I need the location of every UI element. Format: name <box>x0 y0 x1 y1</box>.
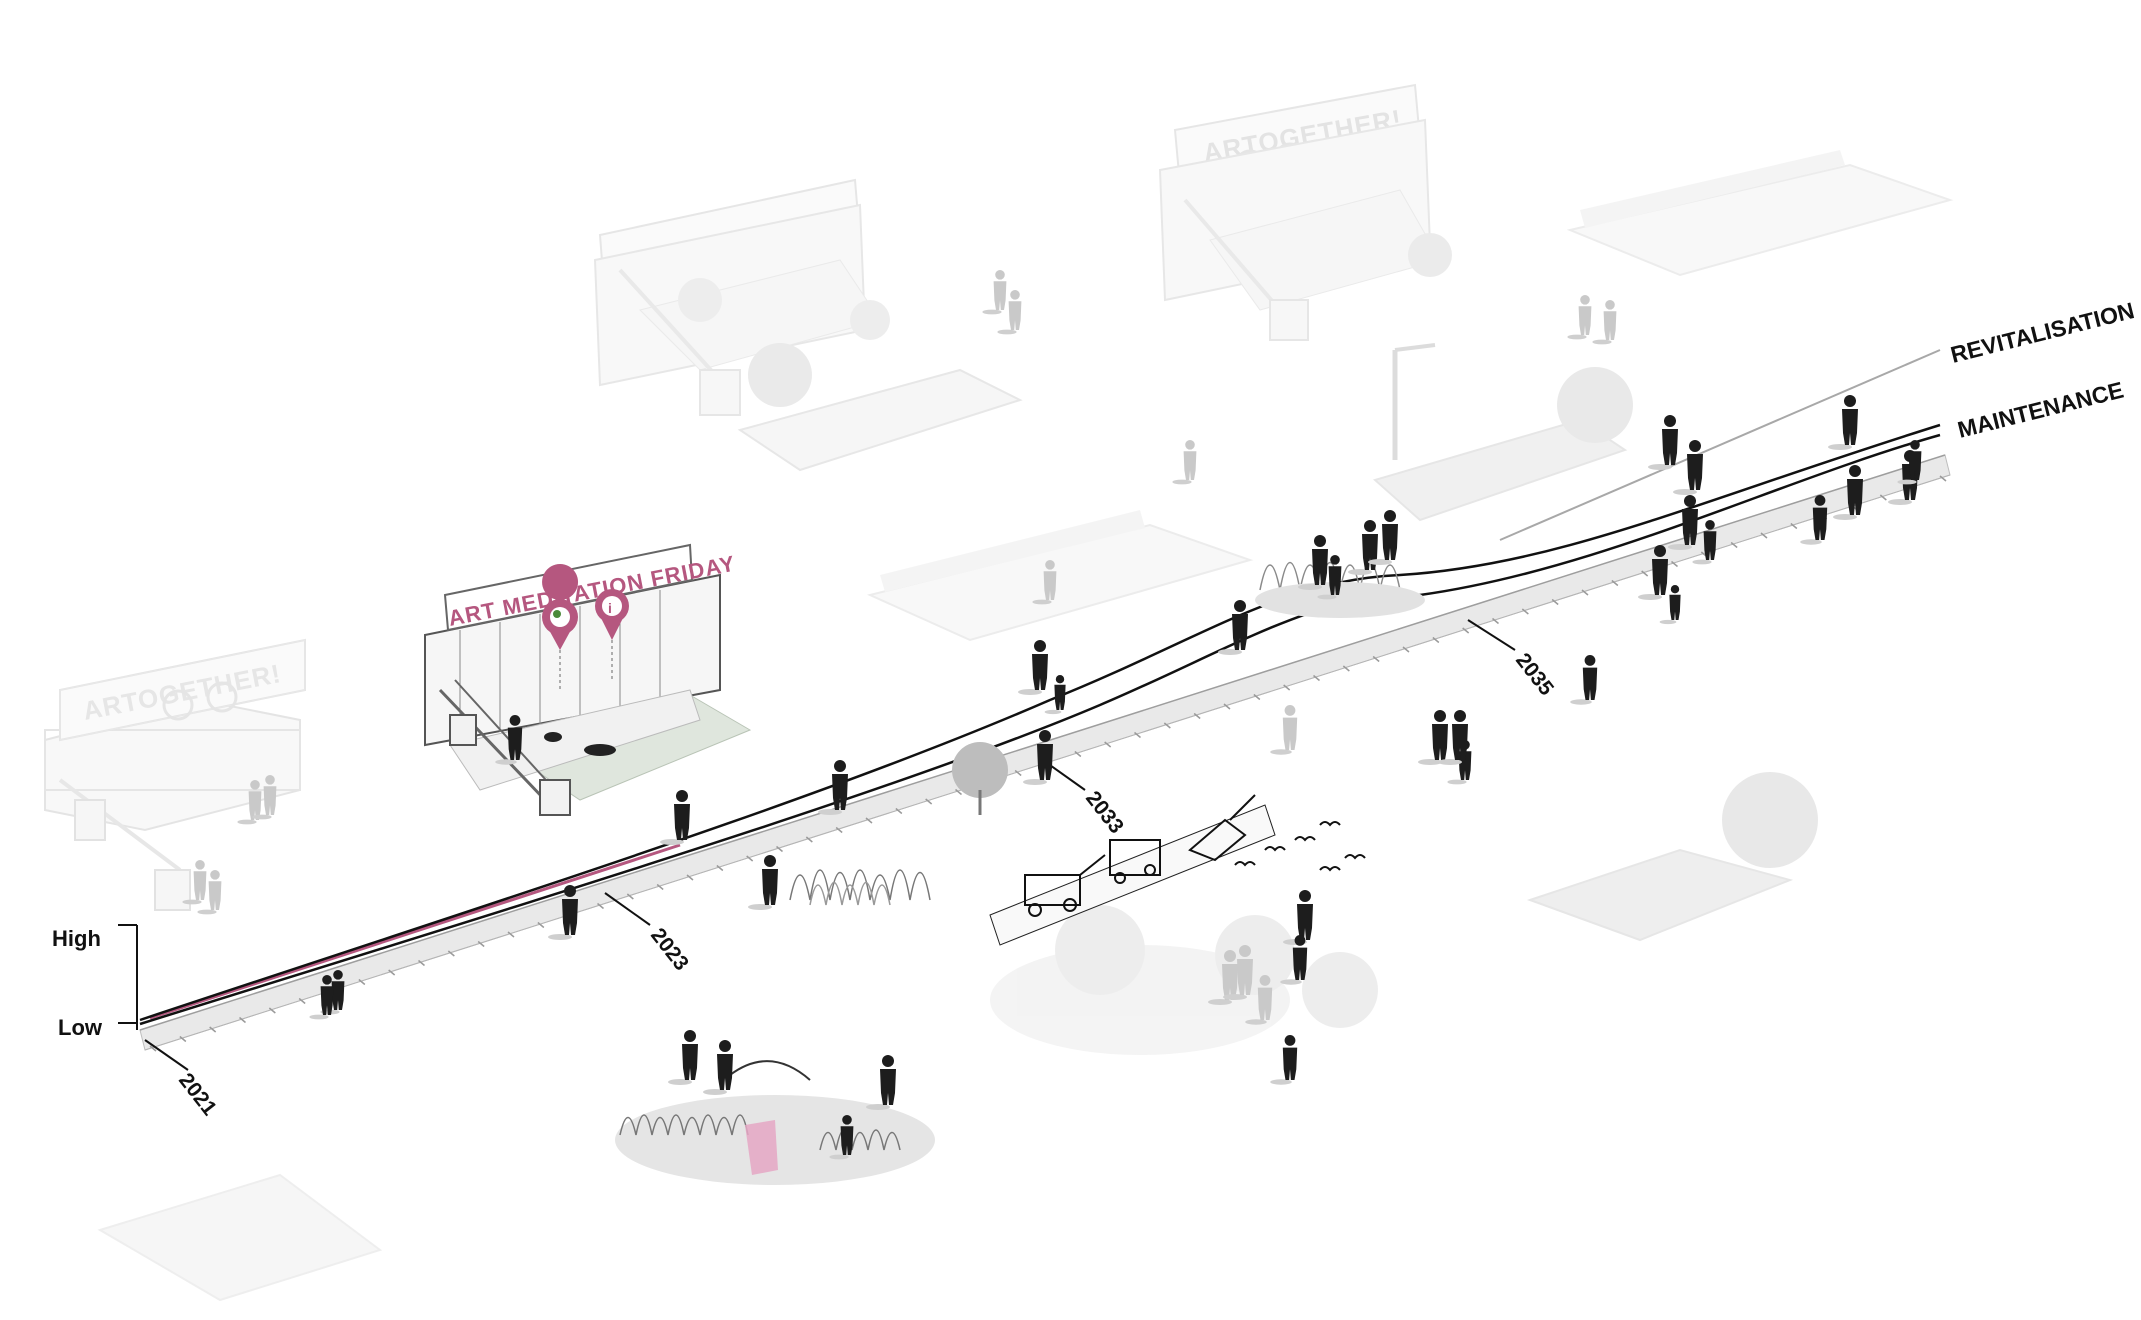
faded-garden-lower-right <box>1530 772 1818 940</box>
person-icon <box>1270 705 1297 755</box>
faded-landscape-lower-middle <box>990 905 1378 1055</box>
year-label-2023: 2023 <box>646 924 693 975</box>
maintenance-label: MAINTENANCE <box>1955 377 2126 443</box>
person-icon <box>668 1030 698 1085</box>
venue-art-meditation-friday: ART MEDITATION FRIDAY i <box>425 545 750 815</box>
value-axis: High Low <box>52 925 137 1040</box>
faded-platform-upper-right <box>1570 150 1950 275</box>
axis-label-high: High <box>52 926 101 951</box>
person-icon <box>1172 440 1196 484</box>
bird-icon <box>1235 862 1255 865</box>
revitalisation-line <box>140 425 1940 1020</box>
person-icon <box>1570 655 1597 705</box>
tree-icon <box>952 742 1008 798</box>
year-markers: 2021 2023 2033 2035 <box>145 620 1558 1120</box>
person-icon <box>866 1055 896 1110</box>
faded-platform-middle <box>870 510 1250 640</box>
person-icon <box>1218 600 1248 655</box>
svg-text:i: i <box>608 600 612 616</box>
person-icon <box>982 270 1006 314</box>
bird-icon <box>1345 855 1365 858</box>
bird-icon <box>1320 867 1340 870</box>
person-icon <box>1018 640 1048 695</box>
person-icon <box>1673 440 1703 495</box>
person-icon <box>1045 675 1066 714</box>
year-label-2033: 2033 <box>1081 787 1128 838</box>
axis-label-low: Low <box>58 1015 103 1040</box>
person-icon <box>1270 1035 1297 1085</box>
venue-vivid-sydney: VIVID SYDNEY <box>595 180 1020 470</box>
maintenance-line <box>140 435 1940 1024</box>
revitalisation-early-segment <box>150 845 680 1018</box>
person-icon <box>1418 710 1448 765</box>
bird-icon <box>1295 837 1315 840</box>
revitalisation-label: REVITALISATION <box>1948 297 2137 368</box>
person-icon <box>1592 300 1616 344</box>
person-icon <box>1828 395 1858 450</box>
venue-artogether-left: ARTOGETHER! <box>45 640 305 910</box>
tree-icon <box>1722 772 1818 868</box>
faded-garden-streetlight <box>1375 345 1633 520</box>
bird-icon <box>1265 847 1285 850</box>
person-icon <box>1648 415 1678 470</box>
year-label-2035: 2035 <box>1511 649 1558 700</box>
bird-icon <box>1320 822 1340 825</box>
person-icon <box>1567 295 1591 339</box>
person-icon <box>748 855 778 910</box>
person-icon <box>660 790 690 845</box>
venue-artogether-top: ARTOGETHER! <box>1160 85 1452 340</box>
tree-icon <box>1557 367 1633 443</box>
year-label-2021: 2021 <box>174 1069 221 1120</box>
faded-landscape-bottom-left <box>100 1175 380 1300</box>
person-icon <box>703 1040 733 1095</box>
